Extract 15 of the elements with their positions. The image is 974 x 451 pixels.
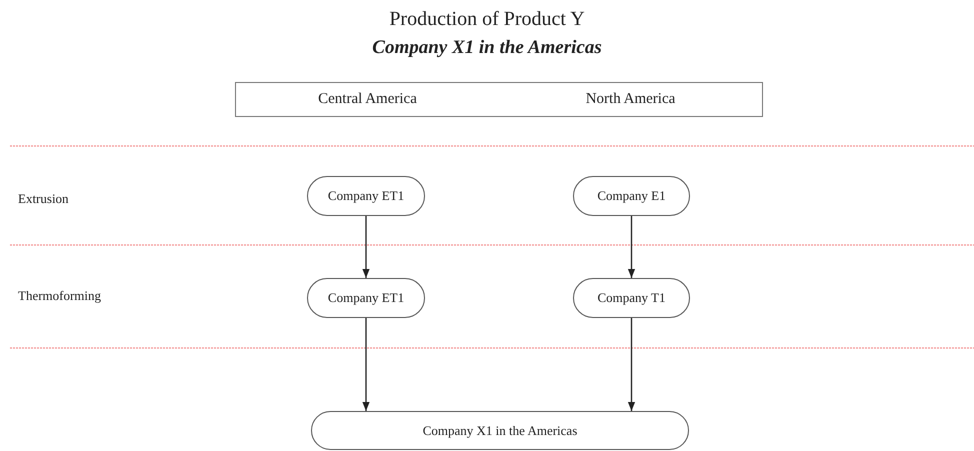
subtitle: Company X1 in the Americas [371,37,603,59]
column-header: Central America [235,82,500,117]
lane-label: Extrusion [18,191,69,207]
arrow [628,216,636,278]
process-box: Company T1 [573,278,690,318]
process-box: Company X1 in the Americas [311,411,689,450]
process-box: Company ET1 [307,278,425,318]
column-header: North America [499,82,763,117]
arrow [362,216,370,278]
lane-label: Thermoforming [18,288,102,304]
process-box: Company ET1 [307,176,425,216]
arrow [628,318,636,411]
arrow [362,318,370,411]
process-box: Company E1 [573,176,690,216]
title: Production of Product Y [388,8,586,31]
